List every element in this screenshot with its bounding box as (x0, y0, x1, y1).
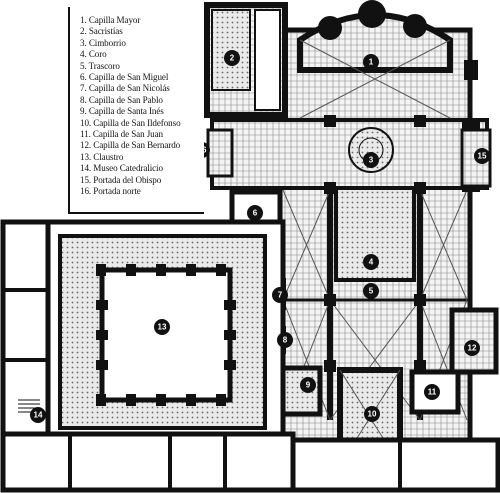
marker-2: 2 (224, 50, 240, 66)
legend-item-label: Coro (88, 49, 107, 60)
marker-13: 13 (154, 319, 170, 335)
svg-text:15: 15 (478, 152, 487, 161)
svg-text:7: 7 (278, 291, 283, 300)
legend-item-number: 6 (80, 72, 85, 83)
legend-item: 1. Capilla Mayor (80, 15, 141, 25)
legend-item-label: Portada norte (93, 186, 141, 197)
marker-9: 9 (300, 377, 316, 393)
legend-item: 9. Capilla de Santa Inés (80, 106, 164, 117)
legend-item: 15. Portada del Obispo (80, 174, 162, 185)
marker-6: 6 (247, 205, 263, 221)
church-walls (210, 0, 489, 473)
legend-item: 10. Capilla de San Ildefonso (80, 117, 181, 128)
legend-item: 8. Capilla de San Pablo (80, 94, 163, 105)
legend-item: 4. Coro (80, 49, 107, 60)
legend-item-number: 9 (80, 106, 85, 117)
legend-item-number: 2 (80, 26, 85, 37)
legend-item-label: Capilla de San Juan (92, 129, 163, 140)
marker-5: 5 (363, 283, 379, 299)
marker-7: 7 (272, 287, 288, 303)
legend-item: 3. Cimborrio (80, 37, 126, 48)
legend-item-label: Capilla de San Miguel (88, 72, 169, 83)
legend-item-number: 12 (80, 140, 89, 151)
marker-10: 10 (364, 406, 380, 422)
legend-item: 6. Capilla de San Miguel (80, 72, 169, 83)
legend-item-label: Museo Catedralicio (93, 163, 163, 174)
svg-text:3: 3 (369, 156, 374, 165)
legend-item-label: Sacristías (88, 26, 123, 37)
svg-text:4: 4 (369, 258, 374, 267)
legend-item: 12. Capilla de San Bernardo (80, 140, 181, 151)
svg-text:8: 8 (283, 336, 288, 345)
legend-item-number: 14 (80, 163, 89, 174)
legend-item: 11. Capilla de San Juan (80, 129, 163, 140)
marker-4: 4 (363, 254, 379, 270)
legend-item-label: Capilla de San Pablo (88, 94, 163, 105)
legend-item-number: 8 (80, 94, 85, 105)
legend-item-number: 1 (80, 15, 85, 25)
marker-3: 3 (363, 152, 379, 168)
marker-1: 1 (363, 54, 379, 70)
legend-item-number: 11 (80, 129, 89, 140)
legend-item-number: 13 (80, 151, 89, 162)
marker-12: 12 (464, 340, 480, 356)
svg-text:5: 5 (369, 287, 374, 296)
svg-text:10: 10 (368, 410, 377, 419)
legend-item-label: Capilla de San Bernardo (93, 140, 181, 151)
marker-8: 8 (277, 332, 293, 348)
marker-15: 15 (474, 148, 490, 164)
south-ranges (0, 399, 500, 493)
sacristy-block (204, 2, 288, 118)
legend-item-label: Capilla Mayor (88, 15, 141, 25)
legend-item-number: 16 (80, 186, 89, 197)
legend-item: 7. Capilla de San Nicolás (80, 83, 170, 94)
svg-text:13: 13 (158, 323, 167, 332)
legend-item-number: 15 (80, 174, 89, 185)
svg-text:2: 2 (230, 54, 235, 63)
svg-text:6: 6 (253, 209, 258, 218)
legend-item-label: Cimborrio (88, 37, 126, 48)
legend-item-number: 3 (80, 37, 85, 48)
legend-item: 2. Sacristías (80, 26, 123, 37)
svg-text:1: 1 (369, 58, 374, 67)
legend-item-number: 10 (80, 117, 89, 128)
marker-14: 14 (30, 407, 46, 423)
svg-text:12: 12 (468, 344, 477, 353)
legend-item-label: Capilla de San Ildefonso (93, 117, 181, 128)
legend-item-label: Trascoro (88, 60, 120, 71)
legend-item: 14. Museo Catedralicio (80, 163, 163, 174)
legend-item: 5. Trascoro (80, 60, 120, 71)
svg-text:14: 14 (34, 411, 43, 420)
legend-item: 13. Claustro (80, 151, 124, 162)
svg-text:11: 11 (428, 388, 437, 397)
svg-text:9: 9 (306, 381, 311, 390)
legend-item-label: Capilla de San Nicolás (88, 83, 170, 94)
legend-item-number: 4 (80, 49, 85, 60)
legend-item-label: Capilla de Santa Inés (88, 106, 164, 117)
legend-item: 16. Portada norte (80, 186, 141, 197)
legend-item-number: 5 (80, 60, 85, 71)
cloister (0, 219, 286, 437)
marker-11: 11 (424, 384, 440, 400)
legend-item-number: 7 (80, 83, 85, 94)
north-portal (206, 128, 234, 178)
legend-item-label: Portada del Obispo (93, 174, 162, 185)
legend-item-label: Claustro (93, 151, 124, 162)
